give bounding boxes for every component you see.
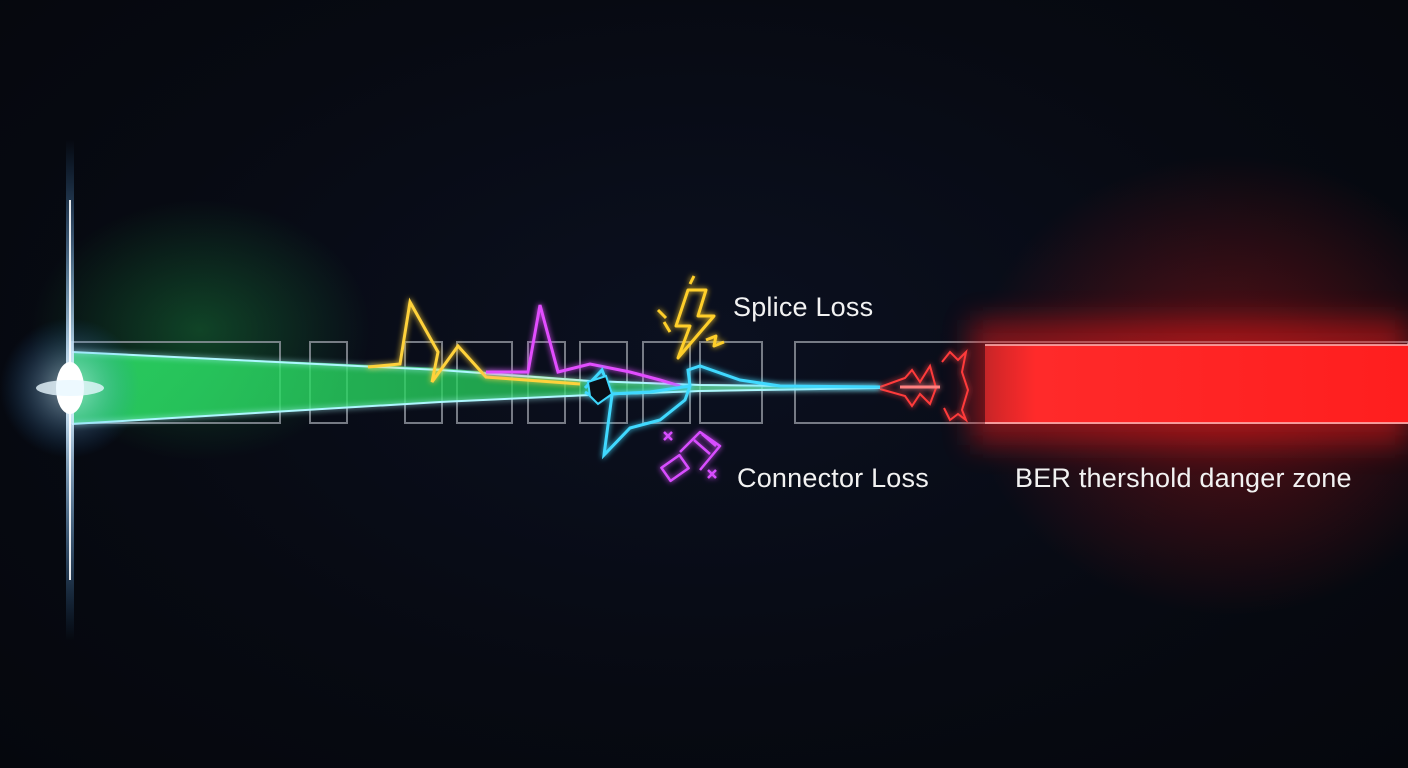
danger-beam	[985, 345, 1408, 423]
lightning-bolt-icon	[656, 275, 725, 360]
connector-loss-label: Connector Loss	[737, 463, 929, 493]
broken-connector-icon	[660, 430, 722, 483]
connector-glitch-trace	[486, 304, 681, 388]
ber-zone-label: BER thershold danger zone	[1015, 463, 1352, 493]
signal-beam	[72, 352, 880, 424]
light-source-flare	[0, 140, 140, 640]
splice-loss-label: Splice Loss	[733, 292, 874, 322]
fracture-point	[586, 374, 614, 406]
noise-burst-icon	[879, 348, 970, 423]
degraded-signal-trace	[583, 364, 881, 460]
splice-glitch-trace	[367, 297, 581, 386]
